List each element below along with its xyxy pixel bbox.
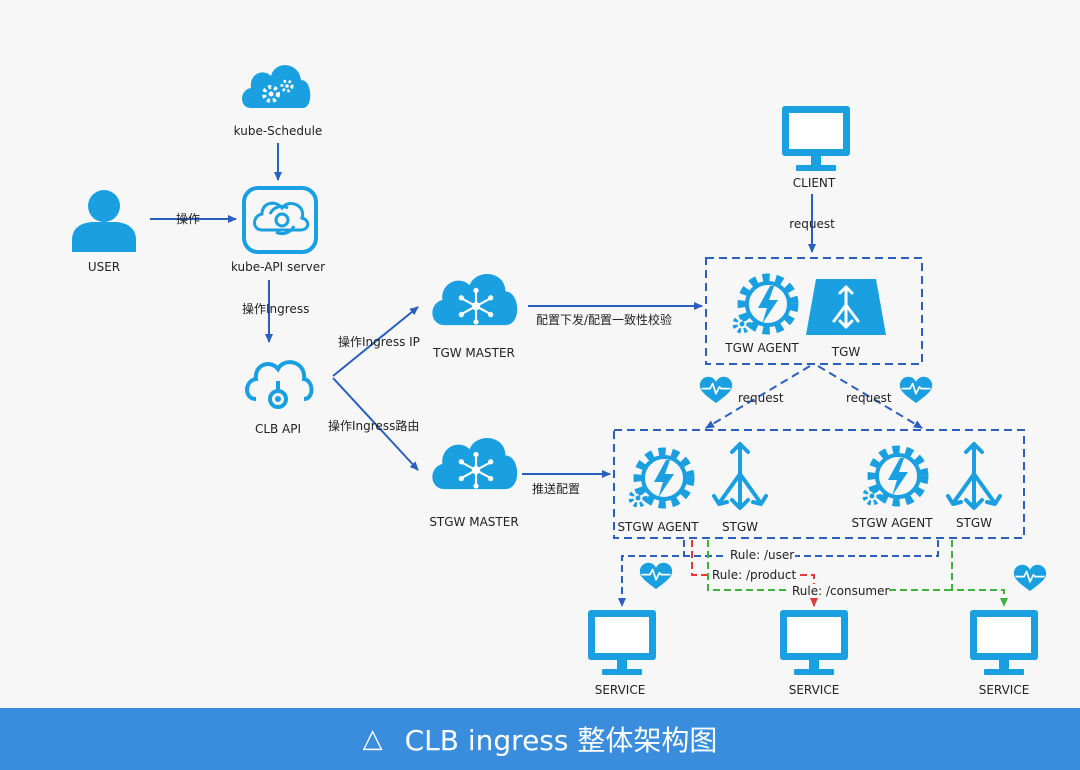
- kube-api-label: kube-API server: [231, 260, 325, 274]
- service-icon-2: [780, 610, 848, 675]
- tgw-master-icon: [431, 272, 519, 327]
- edge-label-operate-ingress-route: 操作Ingress路由: [328, 418, 419, 433]
- service-label-3: SERVICE: [979, 683, 1030, 697]
- rule-user-label: Rule: /user: [730, 548, 794, 562]
- tgw-label: TGW: [831, 345, 861, 359]
- architecture-diagram: Rule: /user Rule: /product Rule: /consum…: [72, 65, 1048, 697]
- caption-text: CLB ingress 整体架构图: [404, 724, 718, 757]
- edge-label-operate-ingress-ip: 操作Ingress IP: [338, 334, 420, 349]
- heart-pulse-icon: [638, 561, 674, 590]
- stgw-master-icon: [431, 436, 519, 491]
- clb-api-icon: [245, 360, 314, 409]
- stgw-group-box: [613, 429, 1025, 539]
- tgw-agent-icon: [735, 278, 794, 331]
- tgw-master-label: TGW MASTER: [432, 346, 515, 360]
- heart-pulse-icon: [1012, 563, 1048, 592]
- stgw-agent-icon-right: [865, 450, 924, 503]
- client-label: CLIENT: [793, 176, 836, 190]
- service-icon-3: [970, 610, 1038, 675]
- edge-label-request-right: request: [846, 391, 892, 405]
- rule-consumer-label: Rule: /consumer: [792, 584, 889, 598]
- edge-label-config-push-verify: 配置下发/配置一致性校验: [536, 312, 672, 327]
- triangle-icon: △: [362, 724, 383, 754]
- kube-schedule-icon: [242, 65, 311, 108]
- edge-label-operate: 操作: [176, 211, 200, 226]
- stgw-label-left: STGW: [722, 520, 758, 534]
- user-label: USER: [88, 260, 120, 274]
- edge-label-request-client: request: [789, 217, 835, 231]
- stgw-icon-right: [946, 442, 1002, 510]
- caption-bar: △ CLB ingress 整体架构图: [0, 708, 1080, 770]
- service-label-1: SERVICE: [595, 683, 646, 697]
- kube-schedule-label: kube-Schedule: [234, 124, 323, 138]
- route-user: [618, 540, 939, 607]
- clb-api-label: CLB API: [255, 422, 301, 436]
- stgw-icon-left: [712, 442, 768, 510]
- user-icon: [72, 190, 136, 252]
- kube-api-icon: [242, 186, 318, 254]
- service-label-2: SERVICE: [789, 683, 840, 697]
- edge-label-push-config: 推送配置: [532, 481, 580, 496]
- stgw-agent-label-right: STGW AGENT: [851, 516, 933, 530]
- heart-pulse-icon: [898, 375, 934, 404]
- stgw-label-right: STGW: [956, 516, 992, 530]
- rule-product-label: Rule: /product: [712, 568, 796, 582]
- route-product: [691, 540, 818, 607]
- arrow-tgw-to-stgw-right: [817, 365, 923, 429]
- arrow-clb-to-tgw-master: [332, 306, 419, 377]
- stgw-agent-label-left: STGW AGENT: [617, 520, 699, 534]
- edge-label-request-left: request: [738, 391, 784, 405]
- edge-label-operate-ingress: 操作Ingress: [242, 301, 309, 316]
- tgw-icon: [806, 279, 886, 335]
- tgw-agent-label: TGW AGENT: [724, 341, 799, 355]
- stgw-agent-icon-left: [631, 452, 690, 505]
- client-icon: [782, 106, 850, 171]
- tgw-group-box: [705, 257, 923, 365]
- stgw-master-label: STGW MASTER: [429, 515, 518, 529]
- service-icon-1: [588, 610, 656, 675]
- arrow-clb-to-stgw-master: [332, 377, 419, 471]
- arrow-tgw-to-stgw-left: [705, 365, 811, 429]
- heart-pulse-icon: [698, 375, 734, 404]
